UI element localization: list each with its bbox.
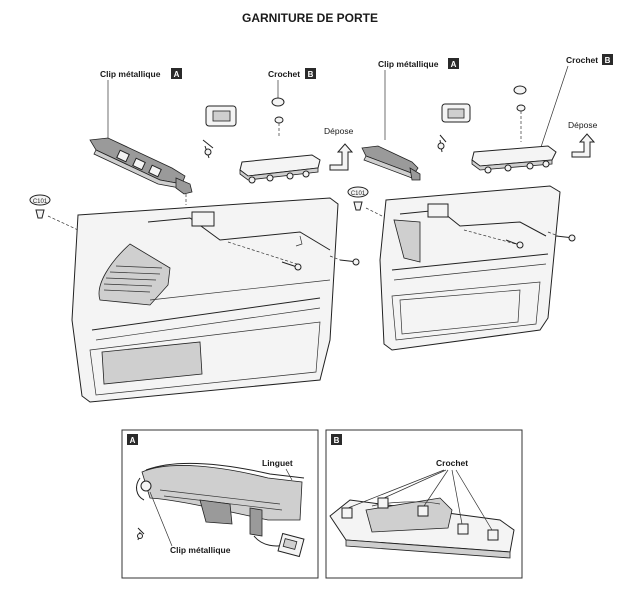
c101-clip-right: C101 [347,186,387,219]
label-depose-left: Dépose [324,126,354,171]
svg-text:C101: C101 [33,199,48,205]
svg-text:Dépose: Dépose [568,120,598,130]
screw-right-1 [505,239,524,249]
c101-clip-left: C101 [29,194,79,231]
label-crochet-right: Crochet B [539,54,613,151]
svg-text:Crochet: Crochet [436,458,468,468]
screw-right-2 [547,231,576,242]
door-trim-panel-right [379,185,561,351]
crochet-hooks-b [341,497,499,541]
screw-cap-left [271,97,285,138]
label-linguet: Linguet [262,458,293,481]
pull-handle-right [471,145,557,174]
svg-text:C101: C101 [351,191,366,197]
screw-left-2 [329,255,360,266]
svg-text:A: A [174,70,180,79]
svg-text:B: B [334,436,340,445]
detail-box-b: B [325,429,523,579]
armrest-switch-panel-right [361,145,421,181]
svg-text:Clip métallique: Clip métallique [378,59,439,69]
svg-text:A: A [130,436,136,445]
svg-text:A: A [451,60,457,69]
label-crochet-left: Crochet B [268,68,316,98]
label-clip-metallique-left: Clip métallique A [100,68,182,148]
svg-text:Dépose: Dépose [324,126,354,136]
label-clip-metallique-right: Clip métallique A [378,58,459,140]
svg-text:Clip métallique: Clip métallique [100,69,161,79]
armrest-switch-panel-left [89,137,193,205]
screw-left-1 [281,261,302,271]
svg-text:Linguet: Linguet [262,458,293,468]
handle-bezel-left [202,105,237,159]
detail-box-a: A [121,429,319,579]
diagram-title: GARNITURE DE PORTE [242,11,378,25]
label-crochet-detail: Crochet [347,458,493,531]
svg-text:Clip métallique: Clip métallique [170,545,231,555]
handle-bezel-right [437,103,471,153]
svg-text:Crochet: Crochet [268,69,300,79]
svg-text:B: B [605,56,611,65]
door-trim-panel-left [71,197,339,403]
svg-text:Crochet: Crochet [566,55,598,65]
label-depose-right: Dépose [568,120,598,158]
pull-handle-left [239,154,321,184]
screw-cap-right [513,85,527,142]
svg-text:B: B [308,70,314,79]
label-clip-metallique-detail: Clip métallique [149,491,231,555]
